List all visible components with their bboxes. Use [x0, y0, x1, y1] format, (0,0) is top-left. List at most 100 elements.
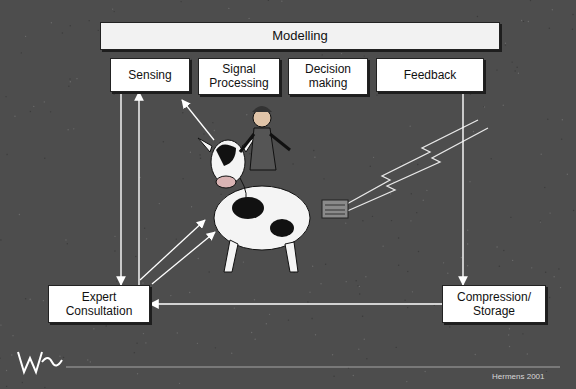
- texture-dot: [69, 78, 70, 79]
- texture-dot: [70, 81, 71, 82]
- texture-dot: [467, 265, 468, 266]
- texture-dot: [325, 264, 326, 265]
- texture-dot: [424, 371, 425, 372]
- texture-dot: [560, 287, 561, 288]
- texture-dot: [50, 111, 51, 112]
- texture-dot: [6, 386, 7, 387]
- texture-dot: [144, 228, 145, 229]
- process-box: Sensing: [110, 58, 190, 92]
- texture-dot: [509, 346, 510, 347]
- texture-dot: [540, 221, 541, 222]
- texture-dot: [249, 153, 250, 154]
- box-label: Sensing: [128, 68, 171, 82]
- texture-dot: [364, 55, 365, 56]
- texture-dot: [170, 295, 171, 296]
- texture-dot: [113, 93, 114, 94]
- texture-dot: [314, 157, 315, 158]
- texture-dot: [67, 129, 68, 130]
- texture-dot: [562, 119, 563, 120]
- texture-dot: [322, 54, 323, 55]
- texture-dot: [176, 238, 177, 239]
- texture-dot: [281, 0, 282, 1]
- texture-dot: [417, 164, 418, 165]
- texture-dot: [146, 238, 147, 239]
- texture-dot: [505, 43, 506, 44]
- texture-dot: [106, 325, 107, 326]
- texture-dot: [509, 328, 510, 329]
- box-label: Compression/ Storage: [448, 290, 540, 319]
- farmer-figure: [240, 106, 290, 170]
- texture-dot: [512, 260, 513, 261]
- texture-dot: [180, 1, 181, 2]
- texture-dot: [44, 101, 45, 102]
- modelling-band: Modelling: [100, 22, 500, 50]
- texture-dot: [540, 154, 541, 155]
- texture-dot: [511, 61, 512, 62]
- credit-note: Hermens 2001: [492, 372, 544, 381]
- flow-arrow: [462, 92, 463, 285]
- texture-dot: [98, 30, 99, 31]
- texture-dot: [307, 301, 308, 302]
- texture-dot: [416, 212, 417, 213]
- texture-dot: [248, 18, 249, 19]
- texture-dot: [134, 352, 135, 353]
- texture-dot: [359, 293, 360, 294]
- texture-dot: [573, 210, 574, 211]
- texture-dot: [67, 243, 68, 244]
- texture-dot: [364, 339, 365, 340]
- texture-dot: [404, 299, 405, 300]
- texture-dot: [159, 203, 160, 204]
- texture-dot: [203, 133, 204, 134]
- texture-dot: [51, 22, 52, 23]
- texture-dot: [348, 367, 349, 368]
- texture-dot: [552, 9, 553, 10]
- texture-dot: [311, 318, 312, 319]
- texture-dot: [288, 319, 289, 320]
- texture-dot: [346, 281, 347, 282]
- texture-dot: [199, 154, 200, 155]
- texture-dot: [63, 357, 64, 358]
- texture-dot: [470, 93, 471, 94]
- texture-dot: [503, 105, 504, 106]
- texture-dot: [572, 29, 573, 30]
- texture-dot: [0, 324, 1, 325]
- texture-dot: [518, 72, 519, 73]
- texture-dot: [234, 307, 235, 308]
- texture-dot: [390, 193, 391, 194]
- texture-dot: [254, 339, 255, 340]
- texture-dot: [315, 334, 316, 335]
- texture-dot: [447, 273, 448, 274]
- texture-dot: [292, 163, 293, 164]
- texture-dot: [496, 69, 497, 70]
- texture-dot: [407, 307, 408, 308]
- texture-dot: [475, 354, 476, 355]
- texture-dot: [411, 193, 412, 194]
- texture-dot: [357, 285, 358, 286]
- process-box: Decision making: [288, 58, 368, 95]
- texture-dot: [530, 0, 531, 1]
- texture-dot: [70, 25, 71, 26]
- texture-dot: [490, 158, 491, 159]
- texture-dot: [143, 333, 144, 334]
- texture-dot: [549, 28, 550, 29]
- texture-dot: [246, 114, 247, 115]
- texture-dot: [549, 212, 550, 213]
- texture-dot: [11, 354, 12, 355]
- texture-dot: [370, 166, 371, 167]
- texture-dot: [177, 332, 178, 333]
- texture-dot: [313, 150, 314, 151]
- flow-arrow: [120, 92, 121, 285]
- texture-dot: [119, 92, 120, 93]
- texture-dot: [467, 229, 468, 230]
- texture-dot: [359, 286, 360, 287]
- texture-dot: [112, 8, 113, 9]
- texture-dot: [29, 299, 30, 300]
- texture-dot: [449, 326, 450, 327]
- texture-dot: [5, 96, 6, 97]
- box-label: Signal Processing: [204, 62, 274, 91]
- texture-dot: [220, 194, 221, 195]
- texture-dot: [212, 122, 213, 123]
- texture-dot: [510, 217, 511, 218]
- box-label: Feedback: [404, 68, 457, 82]
- texture-dot: [0, 357, 1, 358]
